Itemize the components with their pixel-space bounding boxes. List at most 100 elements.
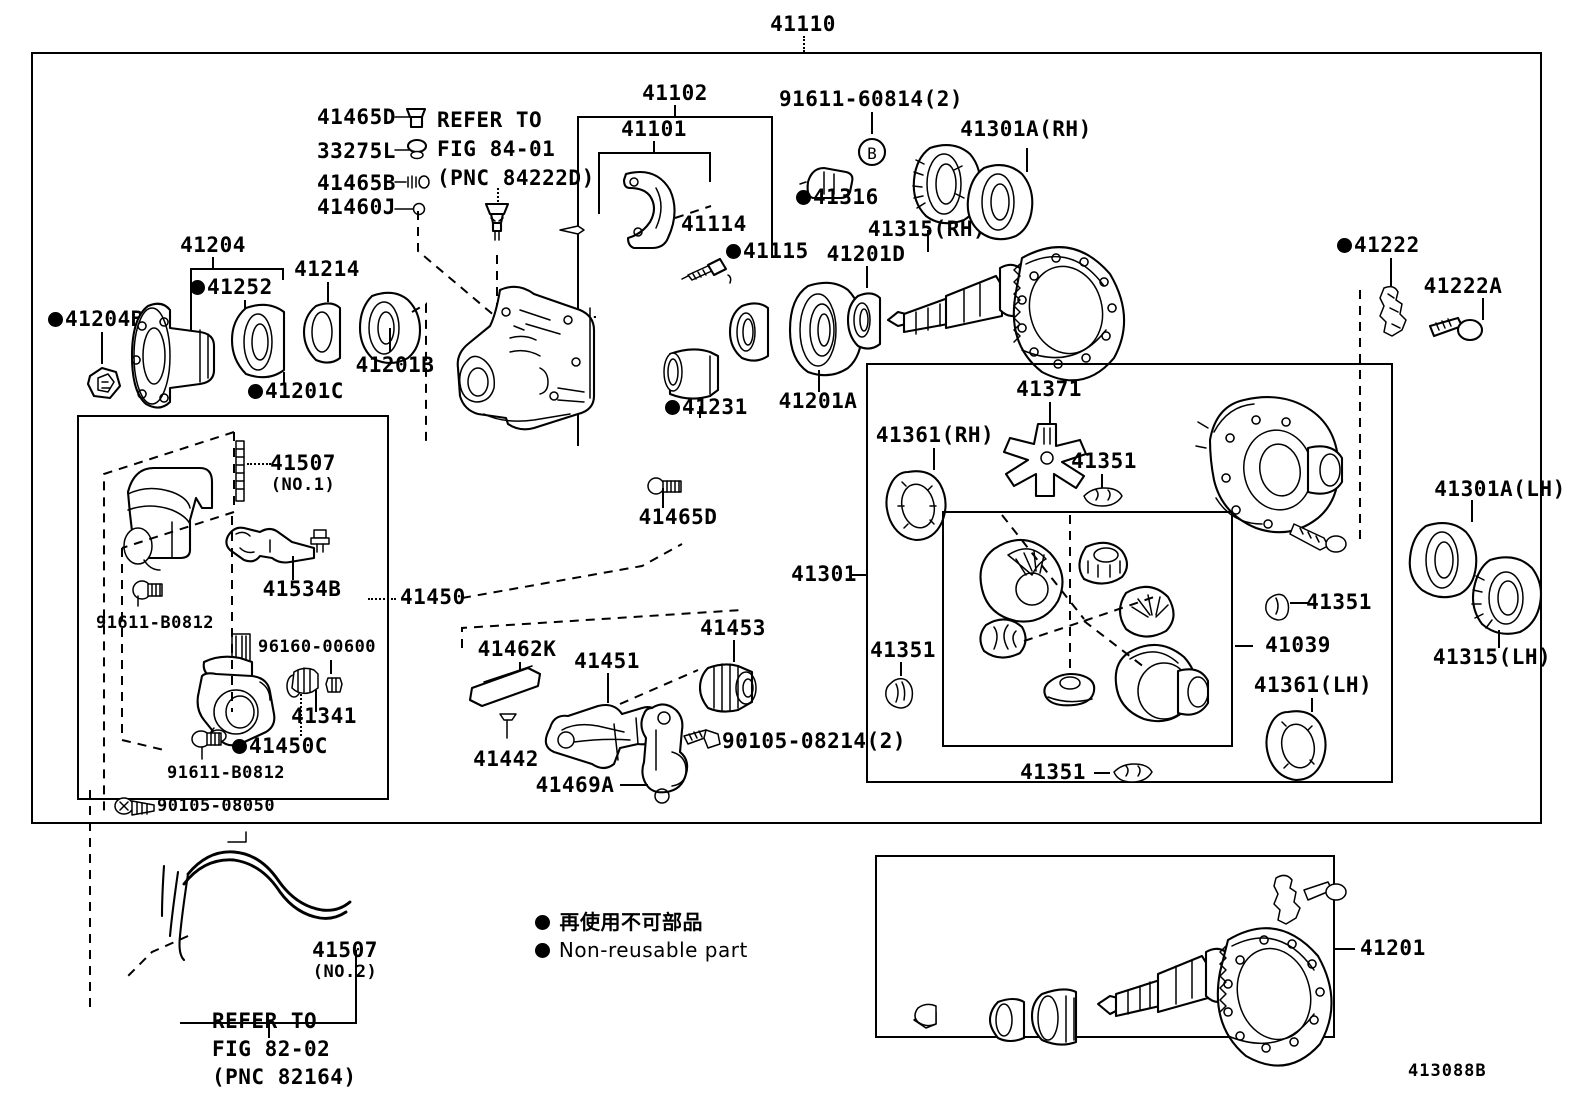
bracket-41101-right (709, 152, 711, 182)
label-90105-08050: 90105-08050 (157, 796, 276, 816)
leader-dash-41201B (411, 302, 427, 444)
label-41534B: 41534B (262, 577, 342, 601)
art-thrust-washer-41351-d (1265, 593, 1290, 621)
refer-fig84-line2: FIG 84-01 (437, 137, 556, 161)
label-41252-text: 41252 (207, 275, 273, 299)
label-41301ARH: 41301A(RH) (960, 117, 1092, 141)
label-41361RH: 41361(RH) (875, 423, 995, 447)
label-41201C-text: 41201C (265, 379, 344, 403)
label-41231-text: 41231 (682, 395, 748, 419)
label-41201-inset: 41201 (1360, 936, 1426, 960)
art-pin-41442 (499, 713, 517, 739)
label-41204B-text: 41204B (65, 307, 144, 331)
label-41351-d: 41351 (1306, 590, 1372, 614)
label-41114: 41114 (681, 212, 747, 236)
leader-41315RH (927, 230, 929, 252)
leader-41214 (327, 282, 329, 302)
art-differential-housing (456, 285, 596, 431)
art-washer-41201D (846, 292, 882, 350)
art-bushing-41341 (291, 667, 319, 695)
leader-41351-d (1290, 602, 1308, 604)
label-41341: 41341 (291, 704, 357, 728)
label-41204B: 41204B (48, 308, 144, 331)
leader-41222 (1390, 258, 1392, 290)
refer-fig82-line2: FIG 82-02 (212, 1037, 331, 1061)
main-assembly-frame (31, 52, 1542, 824)
art-differential-gear-set (979, 514, 1210, 723)
art-thrust-washer-41351-b (885, 677, 914, 709)
leader-41222A (1482, 298, 1484, 320)
art-side-gear-washer-41361RH (885, 470, 947, 542)
leader-41507-no1 (247, 463, 271, 465)
bracket-41204-left (190, 268, 192, 352)
art-thrust-washer-41351-c (1113, 763, 1153, 783)
leader-41469A (620, 784, 648, 786)
art-clutch-sleeve-41453 (698, 663, 757, 713)
label-41462K: 41462K (477, 637, 557, 661)
label-41507-no2-sub: (NO.2) (312, 962, 378, 982)
bracket-41204 (190, 268, 284, 270)
art-bracket-41534B (225, 526, 316, 564)
art-bearing-41301ALH (1408, 522, 1478, 599)
legend-en: Non-reusable part (535, 939, 748, 962)
label-41469A: 41469A (535, 773, 615, 797)
label-41450C-text: 41450C (249, 734, 328, 758)
leader-41101 (653, 141, 655, 153)
legend-dot-jp (535, 915, 550, 930)
pinion-inset-frame (875, 855, 1335, 1038)
leader-41201C (283, 372, 285, 384)
label-96160-00600: 96160-00600 (257, 637, 377, 657)
label-41361LH: 41361(LH) (1253, 673, 1373, 697)
label-41465B: 41465B (317, 171, 396, 195)
svg-text:B: B (867, 144, 877, 163)
label-41442: 41442 (473, 747, 539, 771)
leader-41534B (292, 556, 294, 580)
label-41110: 41110 (770, 12, 836, 36)
nonreusable-dot-41316 (796, 190, 811, 205)
leader-41341 (315, 690, 317, 712)
label-41115: 41115 (726, 240, 809, 263)
art-nut-41204B (86, 366, 122, 400)
nonreusable-dot-41204B (48, 312, 63, 327)
label-90105-08214: 90105-08214(2) (722, 729, 907, 753)
leader-41114 (674, 205, 712, 219)
nonreusable-dot-41115 (726, 244, 741, 259)
art-vacuum-hose-41507-no2 (160, 831, 352, 962)
label-41351-c: 41351 (1020, 760, 1086, 784)
leader-41450 (368, 598, 396, 600)
leader-41351-b (900, 662, 902, 676)
label-41351-b: 41351 (870, 638, 936, 662)
diagram-code: 413088B (1408, 1061, 1487, 1081)
leader-41201D (866, 266, 868, 288)
leader-96160-00600 (330, 660, 332, 674)
art-pinion-assembly-inset (913, 874, 1347, 1067)
label-41507-no1: 41507 (270, 451, 336, 475)
refer-fig84-line1: REFER TO (437, 108, 543, 132)
art-bolt-91611-B0812-a (132, 580, 163, 607)
art-vacuum-actuator-41450C (196, 633, 276, 747)
leader-41351-a (1101, 474, 1103, 488)
bracket-41102-left (577, 116, 579, 446)
label-41222-text: 41222 (1354, 233, 1420, 257)
leader-dash-41222 (1359, 290, 1361, 540)
label-91611-B0812-b: 91611-B0812 (166, 763, 286, 783)
label-41301: 41301 (791, 562, 857, 586)
leader-sensor (497, 188, 499, 202)
leader-41301 (852, 574, 868, 576)
label-41316: 41316 (796, 186, 879, 209)
bracket-41102-right (771, 116, 773, 258)
leader-41351-c (1094, 772, 1110, 774)
leader-41301ALH (1471, 500, 1473, 522)
nonreusable-dot-41252 (190, 280, 205, 295)
label-33275L: 33275L (317, 139, 396, 163)
leader-41204B (101, 332, 103, 364)
art-thrust-washer-41351-a (1083, 487, 1123, 507)
refer-fig82-line1: REFER TO (212, 1009, 318, 1033)
label-41507-no1-sub: (NO.1) (270, 475, 336, 495)
refer-fig84-line3: (PNC 84222D) (437, 166, 595, 190)
art-bolt-41222A (1428, 316, 1484, 342)
bracket-41101 (598, 152, 710, 154)
art-bolt-91611-B0812-b (191, 730, 222, 760)
art-bolt-41115 (681, 257, 732, 284)
